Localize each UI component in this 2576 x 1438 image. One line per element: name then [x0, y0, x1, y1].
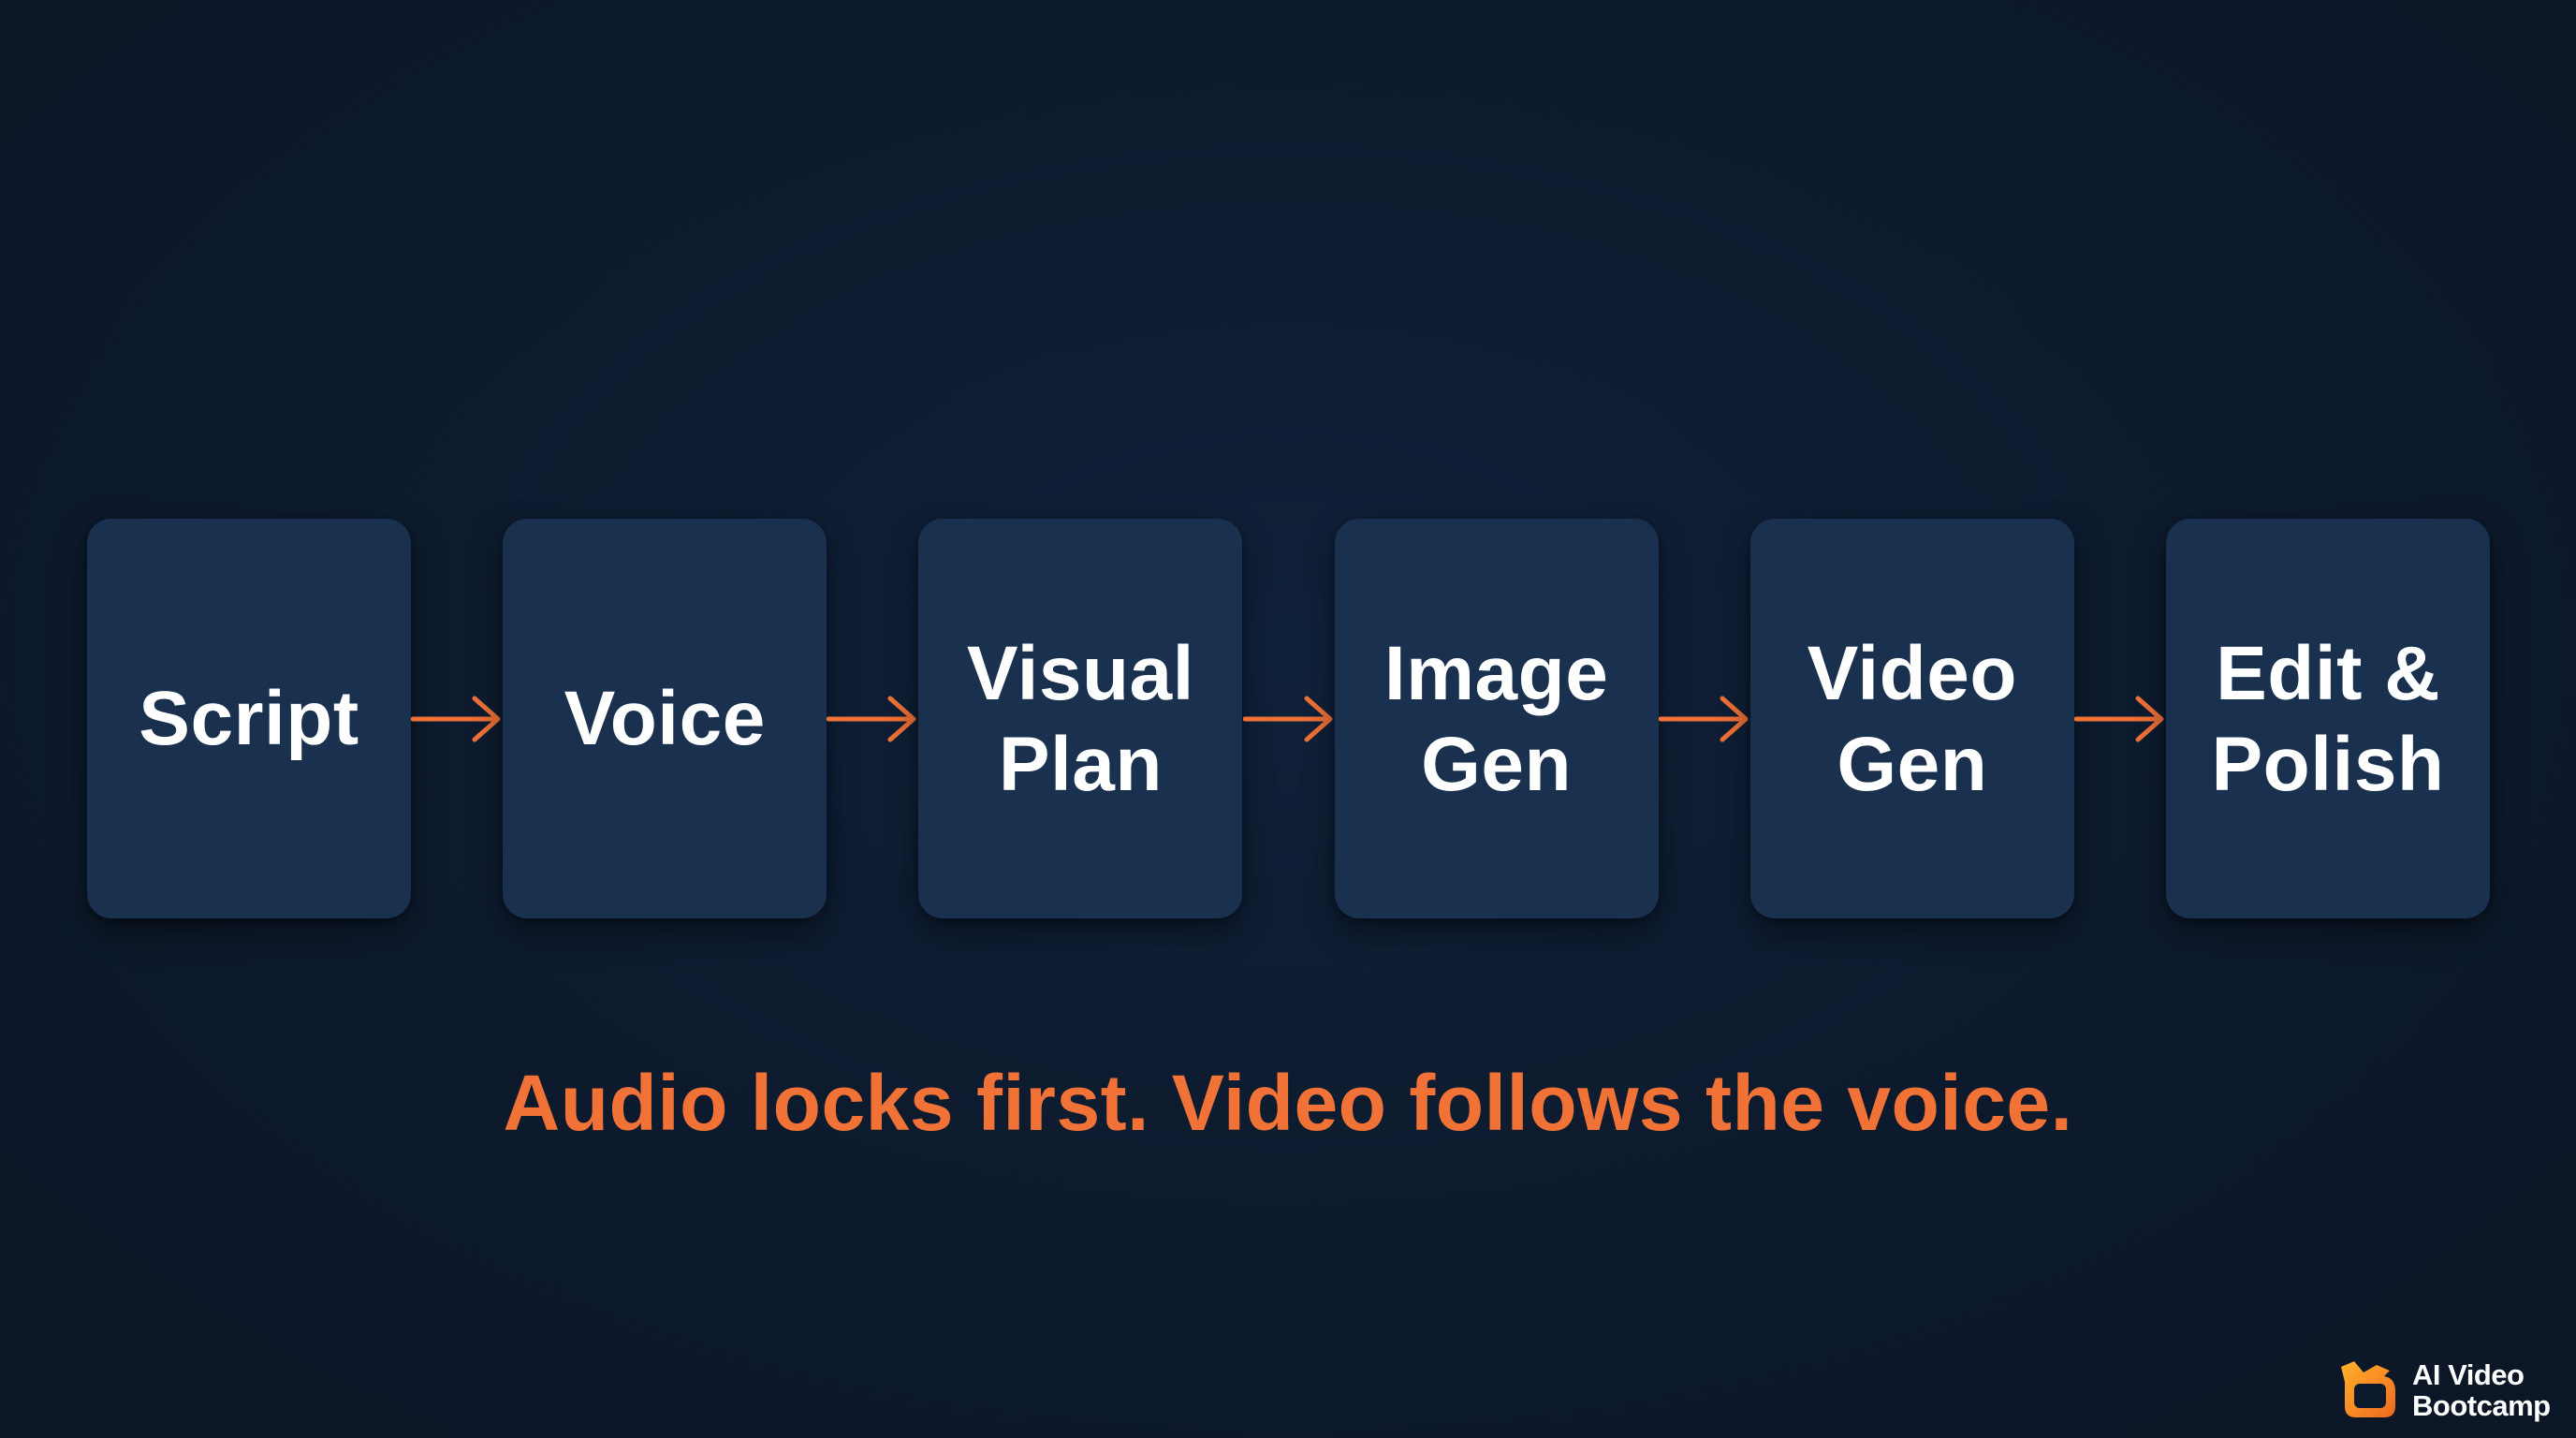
connector-5	[2073, 519, 2166, 918]
step-edit-polish-box: Edit & Polish	[2166, 519, 2491, 918]
arrow-right-icon	[411, 696, 501, 741]
step-video-gen-label: Video Gen	[1807, 630, 2017, 807]
tagline: Audio locks first. Video follows the voi…	[503, 1059, 2073, 1147]
step-visual-plan-label: Visual Plan	[966, 630, 1194, 807]
arrow-right-icon	[827, 696, 916, 741]
step-video-gen-box: Video Gen	[1749, 519, 2074, 918]
step-image-gen-box: Image Gen	[1334, 519, 1659, 918]
step-visual-plan-box: Visual Plan	[918, 519, 1243, 918]
arrow-right-icon	[1242, 696, 1332, 741]
brand-watermark: AI Video Bootcamp	[2335, 1353, 2551, 1428]
connector-1	[411, 519, 503, 918]
step-script-label: Script	[139, 676, 359, 761]
connector-3	[1242, 519, 1334, 918]
step-voice-label: Voice	[564, 676, 766, 761]
arrow-right-icon	[1658, 696, 1749, 741]
ai-video-bootcamp-logo-icon	[2341, 1361, 2395, 1417]
step-voice-box: Voice	[503, 519, 827, 918]
step-script-box: Script	[87, 519, 411, 918]
connector-2	[827, 519, 918, 918]
arrow-right-icon	[2073, 696, 2164, 741]
step-image-gen-label: Image Gen	[1383, 630, 1609, 807]
pipeline-flow: Script Voice Visual Plan Image Gen Video	[87, 519, 2491, 918]
connector-4	[1658, 519, 1750, 918]
brand-name: AI Video Bootcamp	[2412, 1358, 2551, 1422]
step-edit-polish-label: Edit & Polish	[2211, 630, 2445, 807]
